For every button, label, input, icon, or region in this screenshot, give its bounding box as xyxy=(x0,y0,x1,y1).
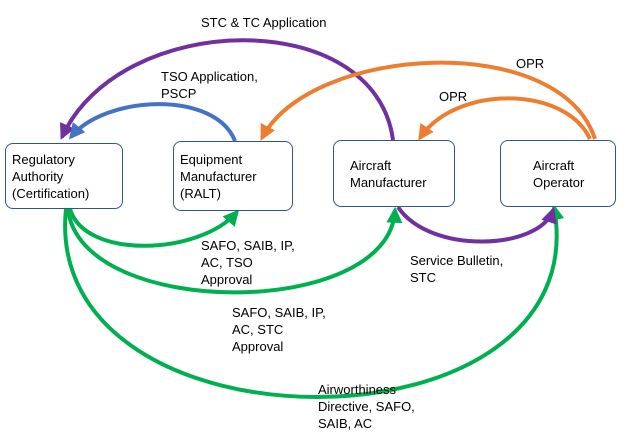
node-line: Manufacturer xyxy=(350,174,427,190)
node-line: Regulatory xyxy=(12,151,75,167)
safo-stc-approval-label: SAFO, SAIB, IP, AC, STC Approval xyxy=(232,305,326,354)
opr-inner-label: OPR xyxy=(439,89,468,104)
node-line: Manufacturer xyxy=(180,168,257,184)
opr-outer-arrow xyxy=(260,60,597,141)
node-line: (Certification) xyxy=(12,185,90,201)
equipment-manufacturer-box: Equipment Manufacturer (RALT) xyxy=(173,141,293,211)
node-line: Aircraft xyxy=(350,157,392,173)
airworthiness-directive-label: Airworthiness Directive, SAFO, SAIB, AC xyxy=(318,382,415,431)
tso-application-label: TSO Application, PSCP xyxy=(161,69,258,101)
aircraft-operator-box: Aircraft Operator xyxy=(500,140,616,207)
regulatory-authority-box: Regulatory Authority (Certification) xyxy=(5,143,123,209)
service-bulletin-label: Service Bulletin, STC xyxy=(410,253,504,285)
opr-inner-arrow xyxy=(418,96,592,141)
stc-tc-application-label: STC & TC Application xyxy=(201,15,327,30)
safo-tso-approval-label: SAFO, SAIB, IP, AC, TSO Approval xyxy=(201,238,295,287)
node-line: Equipment xyxy=(180,151,243,167)
tso-approval-arrow xyxy=(68,208,240,248)
tso-application-arrow xyxy=(68,102,237,142)
aircraft-manufacturer-box: Aircraft Manufacturer xyxy=(333,140,455,207)
airworthiness-directive-arrow xyxy=(63,203,565,399)
node-line: Authority xyxy=(12,168,64,184)
opr-outer-label: OPR xyxy=(516,56,545,71)
stc-approval-arrow xyxy=(66,206,403,295)
node-line: Operator xyxy=(533,174,585,190)
node-line: Aircraft xyxy=(533,157,575,173)
service-bulletin-arrow xyxy=(396,205,557,244)
stc-tc-application-arrow xyxy=(60,38,395,141)
node-line: (RALT) xyxy=(180,185,221,201)
